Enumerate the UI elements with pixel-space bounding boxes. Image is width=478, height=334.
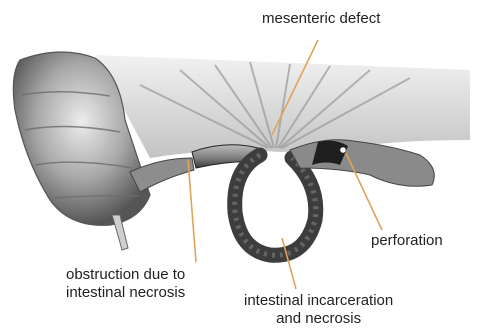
label-mesenteric-defect: mesenteric defect (262, 10, 380, 28)
label-obstruction: obstruction due to intestinal necrosis (66, 266, 185, 302)
label-incarceration: intestinal incarceration and necrosis (244, 292, 393, 328)
label-perforation: perforation (371, 232, 443, 250)
perforation-point (340, 147, 346, 153)
